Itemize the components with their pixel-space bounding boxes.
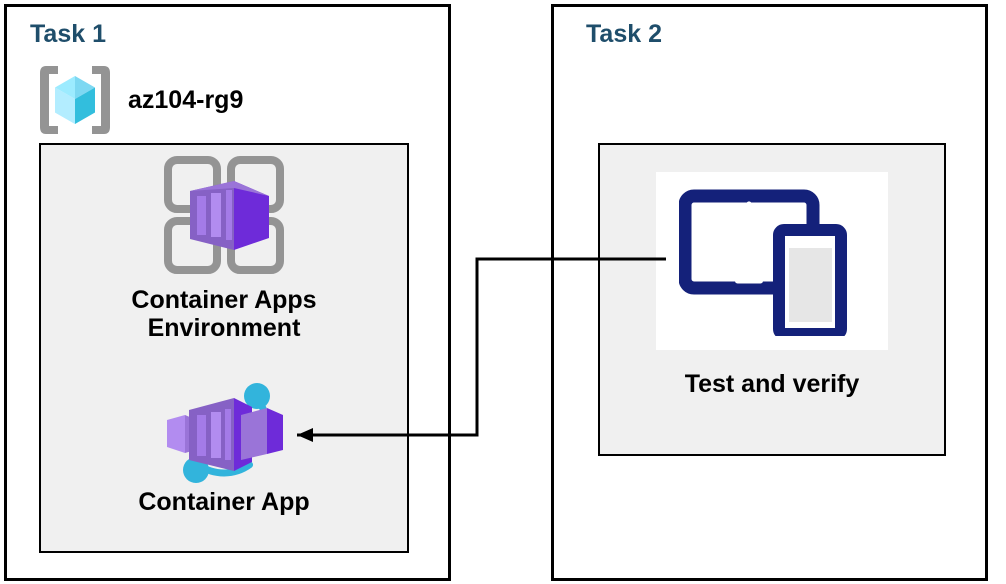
task-1-title: Task 1 — [30, 20, 106, 48]
test-and-verify-label: Test and verify — [684, 370, 860, 398]
test-icon-frame — [656, 172, 888, 350]
node-container-apps-environment: Container Apps Environment — [39, 150, 409, 342]
task-2-title: Task 2 — [586, 20, 662, 48]
container-app-icon — [151, 374, 297, 484]
container-apps-environment-icon — [156, 150, 292, 280]
container-app-label: Container App — [138, 488, 310, 516]
resource-group-label: az104-rg9 — [128, 85, 244, 114]
resource-group-row: az104-rg9 — [36, 62, 243, 138]
container-apps-environment-label: Container Apps Environment — [131, 286, 317, 342]
node-container-app: Container App — [39, 374, 409, 516]
test-and-verify-devices-icon — [679, 186, 865, 336]
node-test-and-verify: Test and verify — [598, 172, 946, 398]
azure-resource-group-icon — [36, 62, 114, 138]
